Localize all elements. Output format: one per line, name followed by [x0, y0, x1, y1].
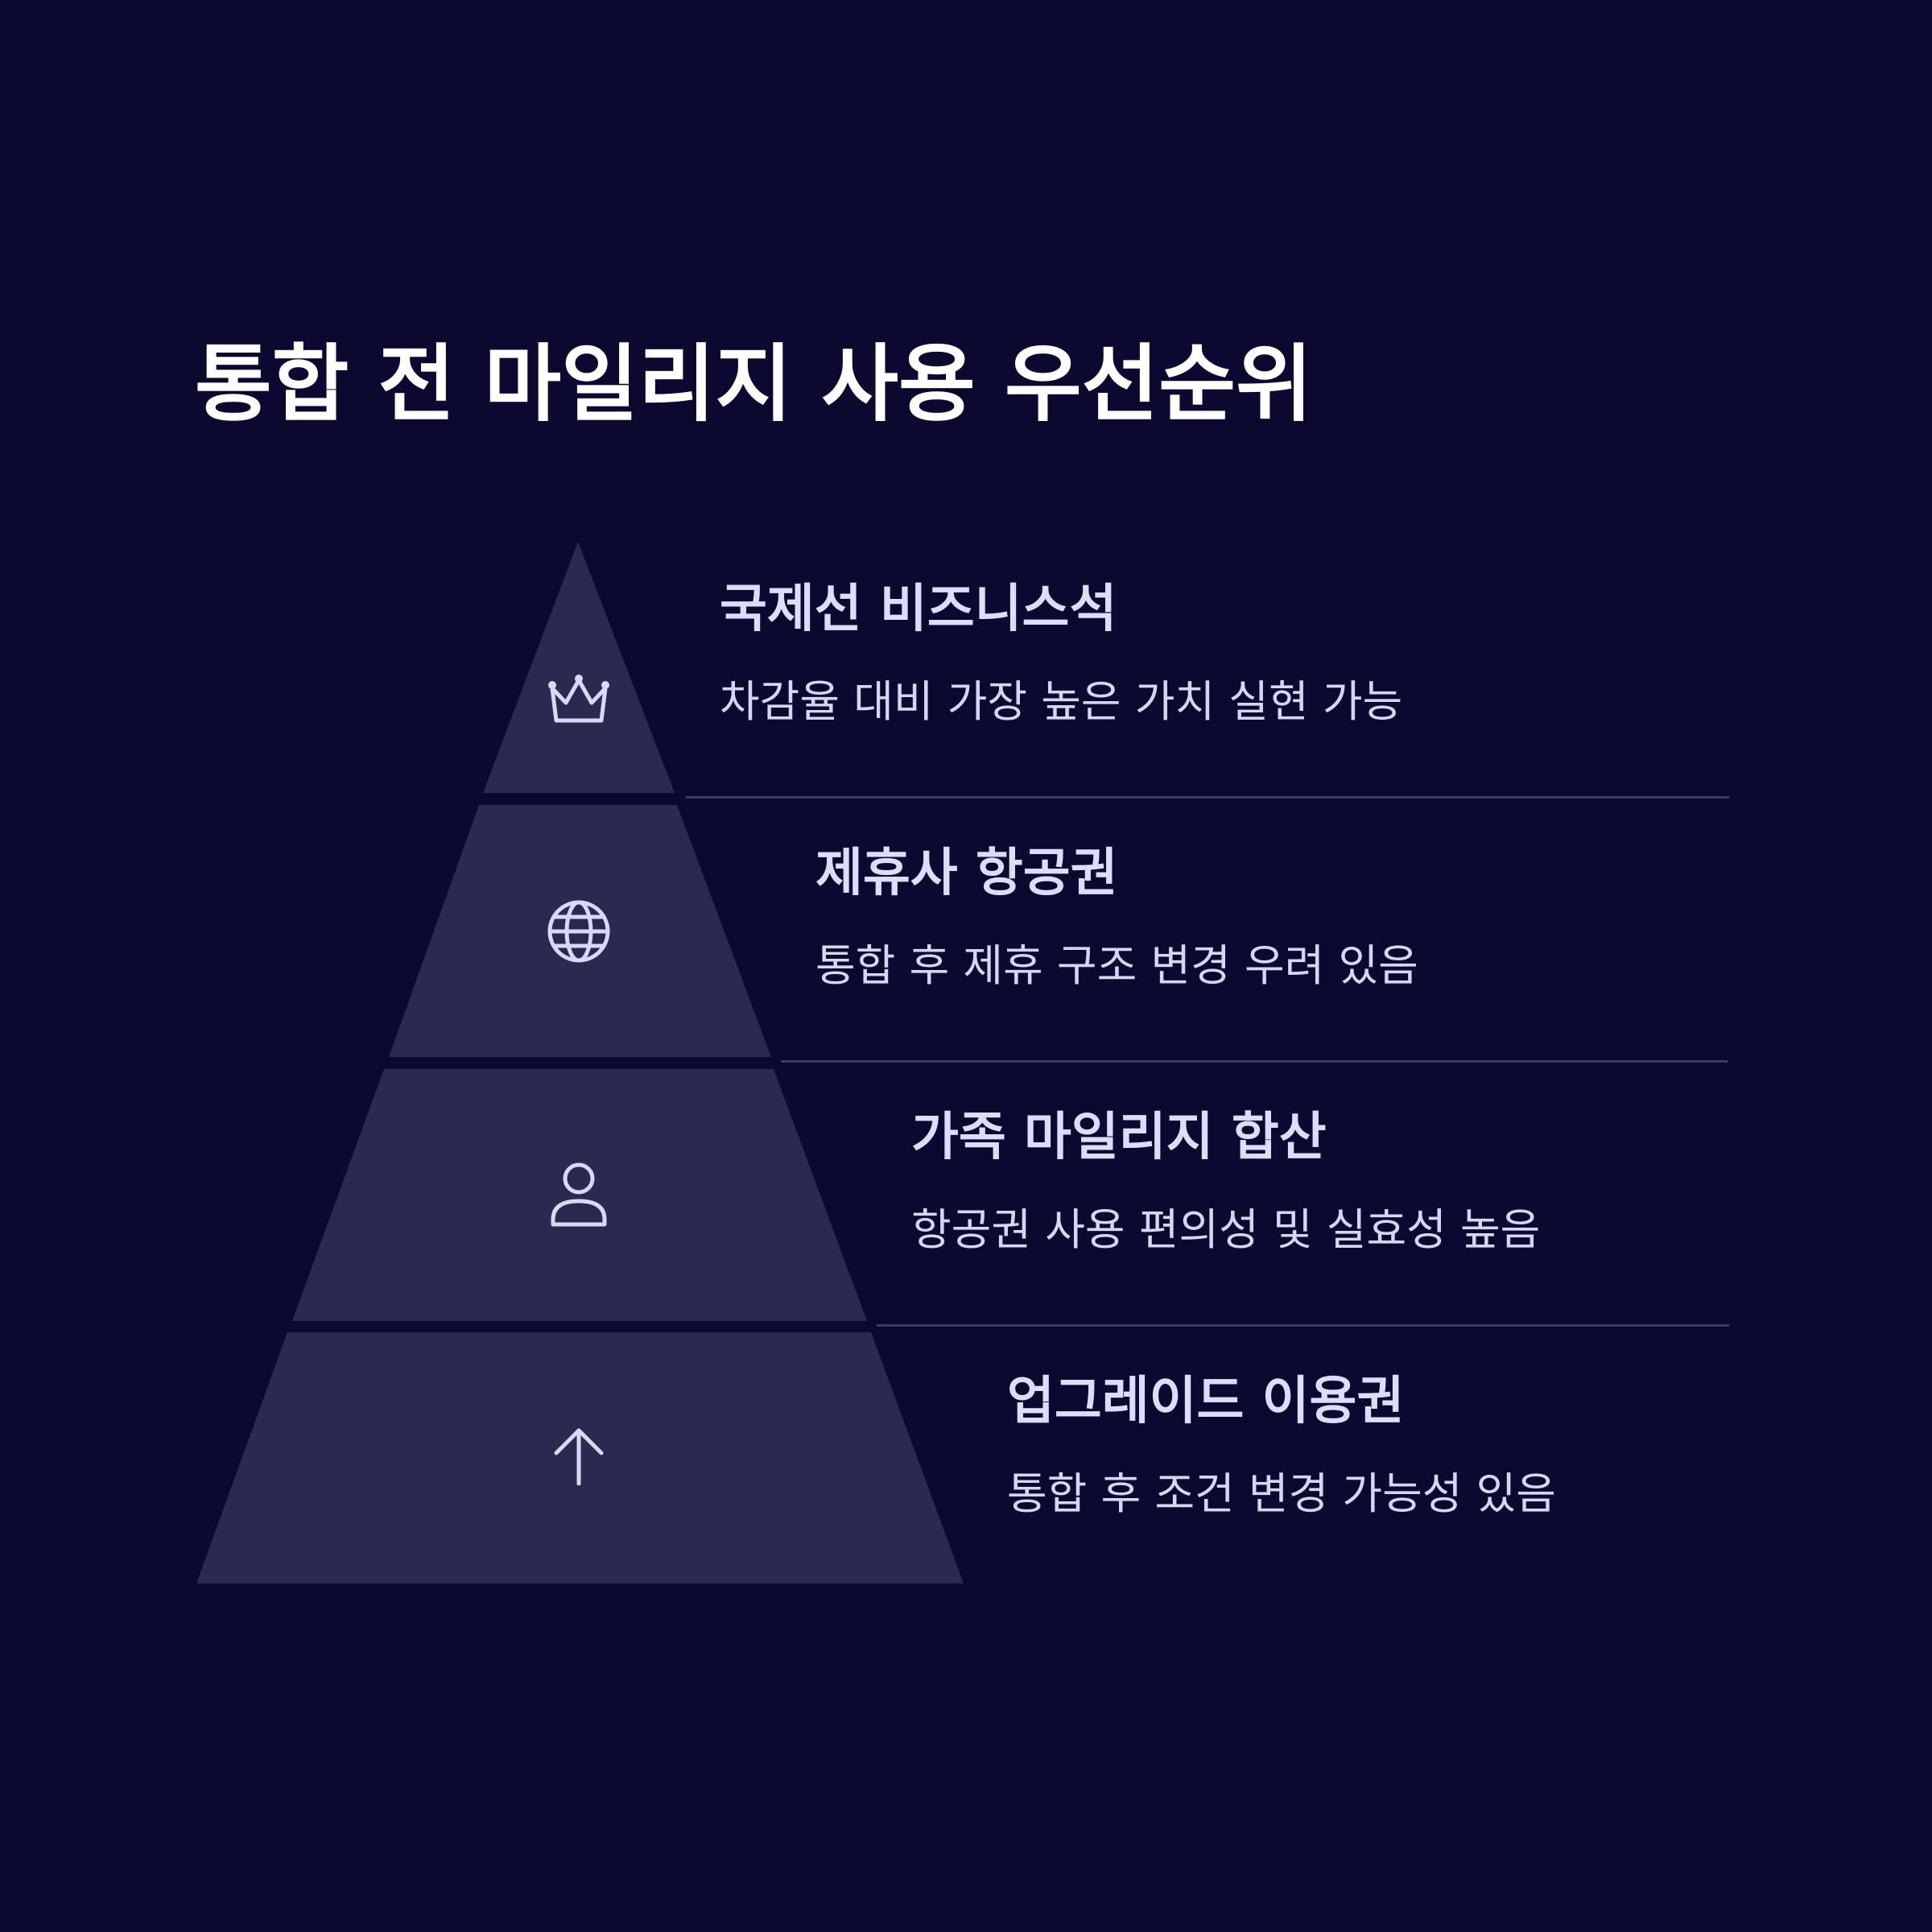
crown-icon — [548, 675, 609, 723]
tier-2-divider — [781, 1060, 1728, 1063]
user-icon — [551, 1162, 607, 1227]
pyramid-tier-1 — [483, 542, 675, 793]
page-title: 통합 전 마일리지 사용 우선순위 — [195, 335, 1313, 433]
pyramid-tier-3 — [292, 1069, 867, 1321]
tier-4-text: 업그레이드 이용권 통합 후 조건 변경 가능성 있음 — [1007, 1371, 1556, 1521]
tier-1-description: 차감율 대비 가장 높은 가치 실현 가능 — [720, 675, 1403, 727]
tier-1-text: 국제선 비즈니스석 차감율 대비 가장 높은 가치 실현 가능 — [720, 579, 1402, 729]
tier-3-divider — [877, 1324, 1729, 1327]
tier-3-description: 항공권 사용 편의성 및 실효성 높음 — [911, 1203, 1541, 1255]
tier-1-divider — [686, 796, 1729, 799]
tier-2-title: 제휴사 항공권 — [815, 844, 1118, 903]
tier-3-text: 가족 마일리지 합산 항공권 사용 편의성 및 실효성 높음 — [911, 1107, 1540, 1257]
tier-4-description: 통합 후 조건 변경 가능성 있음 — [1007, 1468, 1556, 1519]
globe-icon — [547, 900, 610, 963]
tier-4-title: 업그레이드 이용권 — [1007, 1372, 1405, 1431]
tier-2-description: 통합 후 제휴 구조 변경 우려 있음 — [815, 939, 1418, 991]
arrow-up-icon — [554, 1428, 604, 1486]
tier-3-title: 가족 마일리지 합산 — [911, 1108, 1327, 1167]
tier-1-title: 국제선 비즈니스석 — [720, 580, 1117, 639]
tier-2-text: 제휴사 항공권 통합 후 제휴 구조 변경 우려 있음 — [815, 843, 1418, 993]
